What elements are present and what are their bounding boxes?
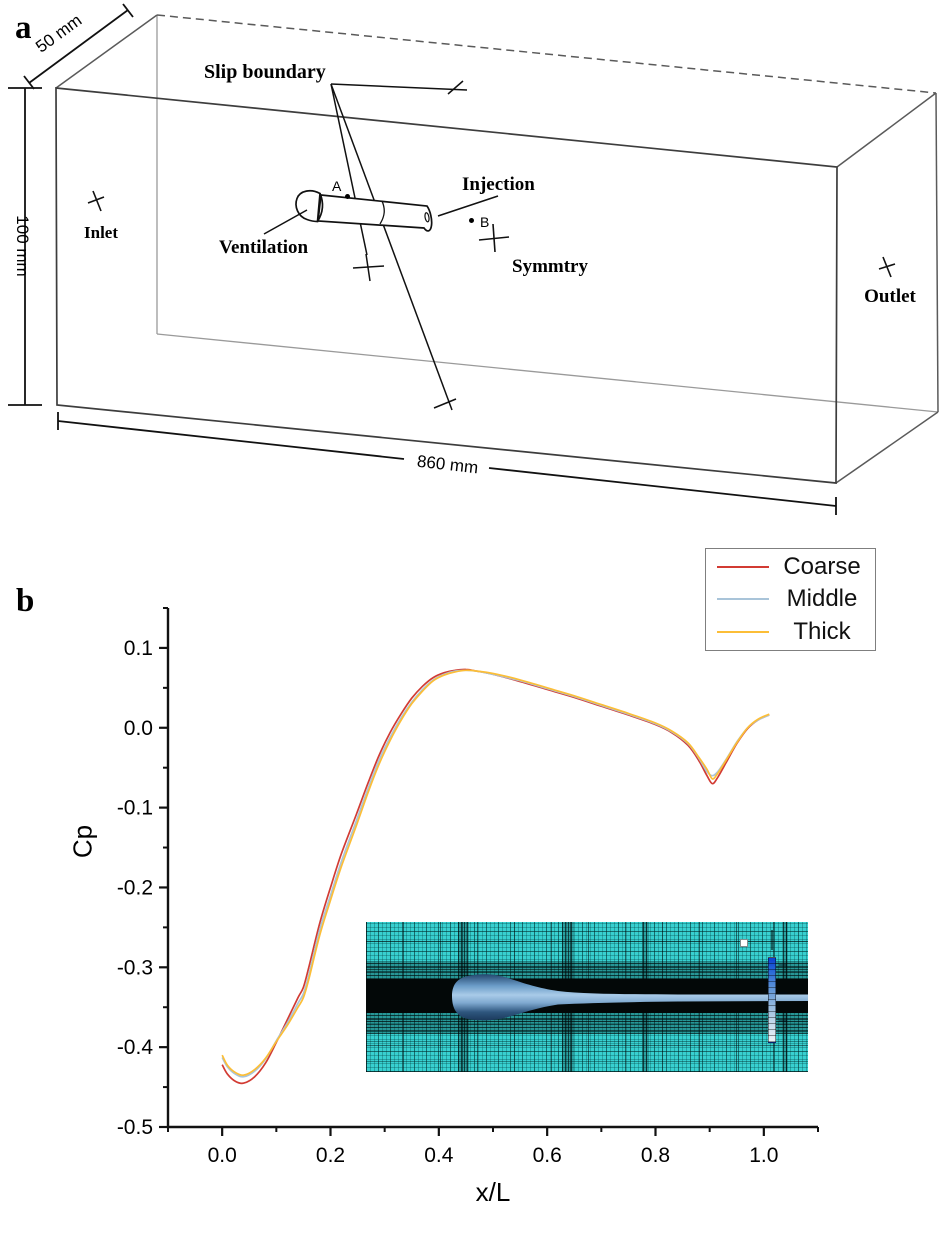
boundary-face-markers — [87, 190, 896, 278]
label-leaders — [263, 195, 499, 235]
x-tick-label: 0.8 — [641, 1144, 670, 1167]
slip-boundary-label: Slip boundary — [204, 61, 326, 83]
series-line-coarse — [221, 668, 770, 1085]
box-back-edges — [156, 15, 939, 413]
y-tick-label: -0.3 — [117, 956, 153, 979]
ventilation-label: Ventilation — [219, 237, 308, 258]
colorbar-stem — [771, 930, 773, 950]
symmetry-label: Symmtry — [512, 256, 588, 277]
x-tick-label: 0.4 — [424, 1144, 454, 1167]
y-tick-label: -0.4 — [117, 1036, 154, 1059]
chart-legend: Coarse Middle Thick — [705, 548, 876, 651]
box-edges — [55, 14, 939, 484]
marker-square — [740, 939, 748, 947]
y-tick-label: 0.1 — [124, 637, 153, 660]
slip-boundary-leaders — [330, 80, 468, 411]
y-tick-label: -0.2 — [117, 876, 153, 899]
y-tick-label: -0.1 — [117, 797, 153, 820]
mesh-inset-image — [366, 922, 808, 1072]
colorbar — [768, 957, 776, 1043]
projectile-model — [295, 189, 433, 232]
panel-a-label: a — [15, 10, 32, 46]
series-line-thick — [221, 669, 770, 1077]
legend-row-coarse: Coarse — [706, 551, 875, 583]
injection-label: Injection — [462, 174, 535, 195]
colorbar-tick-text — [779, 992, 787, 994]
y-axis-title: Cp — [67, 824, 98, 859]
x-tick-label: 0.0 — [208, 1144, 237, 1167]
legend-swatch — [717, 566, 769, 569]
projectile-mesh-body — [452, 974, 808, 1021]
legend-label: Thick — [793, 617, 851, 645]
x-tick-label: 0.6 — [533, 1144, 562, 1167]
domain-schematic: 100 mm 50 mm 860 mm — [8, 3, 939, 515]
y-tick-label: 0.0 — [124, 717, 153, 740]
dimension-lines — [8, 3, 837, 515]
x-tick-label: 0.2 — [316, 1144, 345, 1167]
legend-swatch — [717, 598, 769, 601]
legend-label: Middle — [786, 585, 858, 613]
inlet-label: Inlet — [84, 223, 118, 242]
x-axis-title: x/L — [475, 1177, 511, 1207]
point-a-dot — [345, 194, 350, 199]
outlet-label: Outlet — [864, 286, 916, 307]
colorbar-tick-text — [779, 964, 787, 966]
colorbar-tick-text — [779, 1020, 787, 1022]
point-a-label: A — [332, 178, 342, 194]
x-tick-label: 1.0 — [749, 1144, 778, 1167]
point-b-label: B — [480, 214, 489, 230]
projectile-body-shape — [452, 974, 808, 1021]
point-b-dot — [469, 218, 474, 223]
legend-row-middle: Middle — [706, 583, 875, 615]
y-tick-label: -0.5 — [117, 1116, 153, 1139]
legend-swatch — [717, 630, 769, 633]
legend-label: Coarse — [783, 553, 861, 581]
height-dimension-label: 100 mm — [13, 215, 32, 276]
legend-row-thick: Thick — [706, 616, 875, 648]
panel-b-label: b — [16, 583, 35, 619]
